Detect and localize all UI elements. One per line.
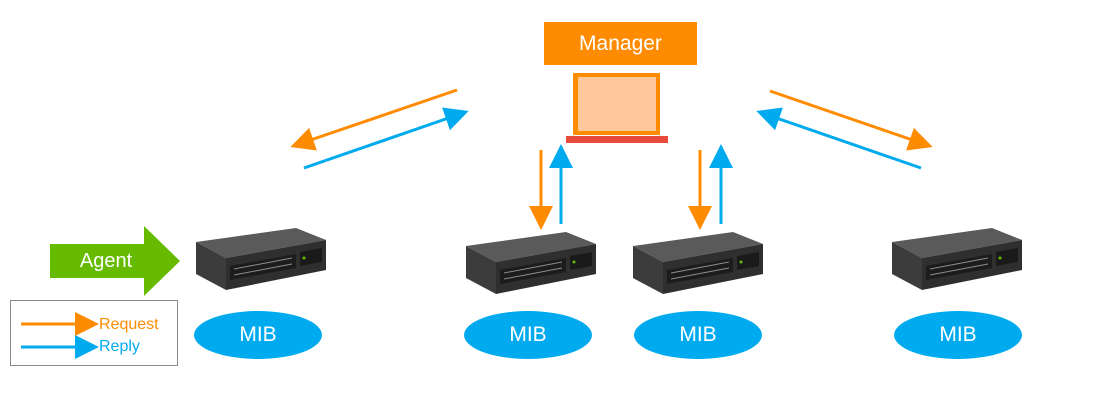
agent-label: Agent [79,250,133,272]
network-switch-icon [465,231,597,295]
mib-ellipse-1: MIB [194,311,322,359]
manager-label: Manager [544,22,697,65]
mib-ellipse-3: MIB [634,311,762,359]
mib-ellipse-4: MIB [894,311,1022,359]
legend-request-label: Request [99,316,159,333]
request-arrow-left [290,88,458,151]
legend: Request Reply [10,300,178,366]
laptop-icon [566,73,668,143]
request-arrow-right [769,89,933,151]
network-switch-icon [632,231,764,295]
reply-arrow-right [756,107,922,170]
legend-swatches [21,312,99,359]
network-switch-icon [891,227,1023,291]
mib-ellipse-2: MIB [464,311,592,359]
reply-arrow-left [303,107,469,170]
legend-reply-label: Reply [99,338,140,355]
agent-arrow-icon [50,226,180,296]
network-switch-icon [195,227,327,291]
